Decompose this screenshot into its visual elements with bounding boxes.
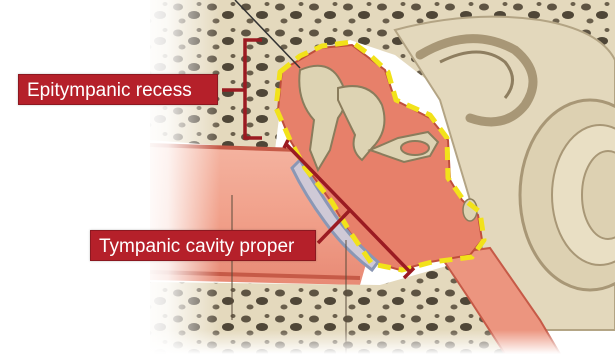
left-fade [140, 0, 220, 354]
bottom-fade [150, 330, 615, 354]
stapes-footplate [401, 141, 429, 155]
epitympanic-recess-label: Epitympanic recess [18, 74, 218, 105]
tympanic-cavity-proper-label: Tympanic cavity proper [90, 230, 316, 261]
